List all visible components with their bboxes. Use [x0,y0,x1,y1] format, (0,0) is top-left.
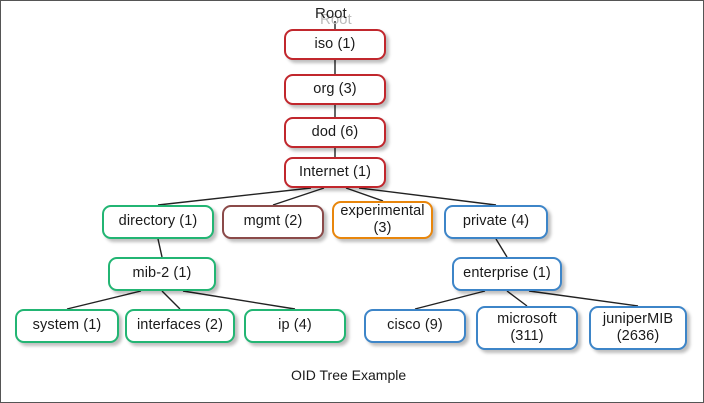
edge-private-to-enterprise [495,238,508,258]
node-ip[interactable]: ip (4) [244,309,346,343]
node-label: cisco (9) [387,317,443,334]
node-label: Internet (1) [298,163,372,180]
node-interfaces[interactable]: interfaces (2) [125,309,235,343]
node-label: dod (6) [311,123,359,140]
node-label: private (4) [462,213,530,230]
node-internet[interactable]: Internet (1) [284,157,386,188]
node-system[interactable]: system (1) [15,309,119,343]
node-experimental[interactable]: experimental (3) [332,201,433,239]
edge-mib2-to-interfaces [161,290,181,310]
node-label: system (1) [32,317,102,334]
node-label: juniperMIB (2636) [602,310,674,344]
edge-enterprise-to-juniperMIB [528,290,639,307]
node-label: experimental (3) [340,202,425,236]
edge-enterprise-to-cisco [414,290,486,310]
edge-internet-to-directory [157,187,312,206]
edge-directory-to-mib2 [157,238,163,258]
node-mib2[interactable]: mib-2 (1) [108,257,216,291]
node-microsoft[interactable]: microsoft (311) [476,306,578,350]
diagram-caption: OID Tree Example [291,367,407,383]
node-label: iso (1) [314,35,356,52]
node-iso[interactable]: iso (1) [284,29,386,60]
node-dod[interactable]: dod (6) [284,117,386,148]
edge-internet-to-mgmt [272,187,325,206]
node-label: interfaces (2) [136,317,223,334]
node-mgmt[interactable]: mgmt (2) [222,205,324,239]
node-org[interactable]: org (3) [284,74,386,105]
node-directory[interactable]: directory (1) [102,205,214,239]
node-label: org (3) [313,80,357,97]
node-cisco[interactable]: cisco (9) [364,309,466,343]
edge-internet-to-experimental [345,187,384,202]
node-label: ip (4) [278,317,312,334]
node-label: mgmt (2) [243,213,303,230]
node-juniperMIB[interactable]: juniperMIB (2636) [589,306,687,350]
node-label: enterprise (1) [463,265,551,282]
node-private[interactable]: private (4) [444,205,548,239]
node-label: directory (1) [118,213,198,230]
edge-mib2-to-system [66,290,142,310]
edge-mib2-to-ip [182,290,296,310]
root-label: Root [315,5,347,22]
root-label-shadow: Root [320,11,352,28]
node-label: microsoft (311) [497,310,557,344]
edge-enterprise-to-microsoft [506,290,528,307]
node-enterprise[interactable]: enterprise (1) [452,257,562,291]
node-label: mib-2 (1) [132,265,192,282]
